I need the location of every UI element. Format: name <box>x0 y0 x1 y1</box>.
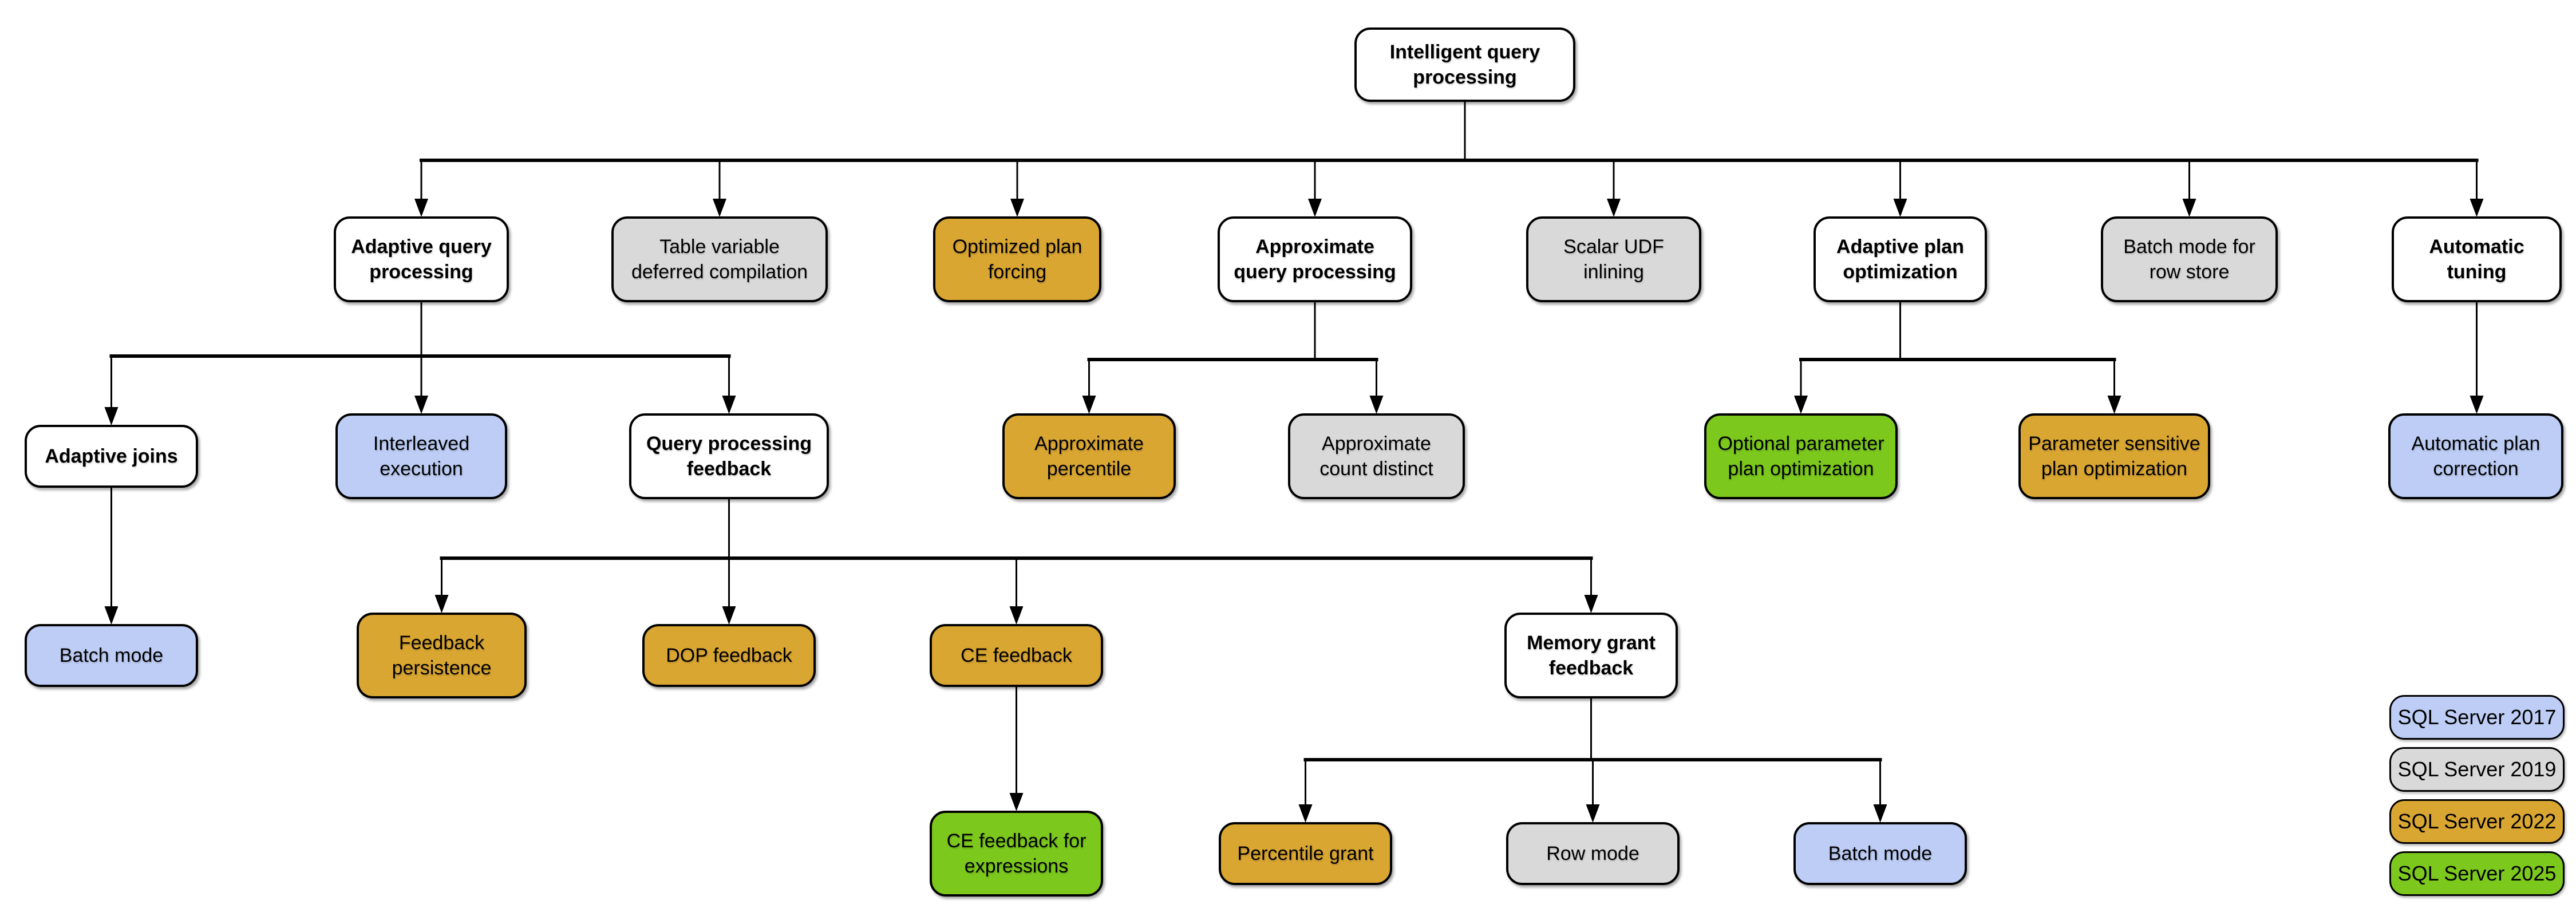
node-table-variable-deferred-compilation: Table variable deferred compilation <box>611 216 828 302</box>
node-query-processing-feedback: Query processing feedback <box>629 413 829 499</box>
node-row-mode: Row mode <box>1506 822 1680 885</box>
arrowhead-icon <box>1010 199 1024 217</box>
node-label: Feedback persistence <box>392 632 492 679</box>
arrowhead-icon <box>2470 396 2484 414</box>
node-memory-grant-feedback: Memory grant feedback <box>1504 613 1678 698</box>
arrowhead-icon <box>1584 595 1598 613</box>
node-label: Optional parameter plan optimization <box>1717 433 1884 480</box>
node-label: Scalar UDF inlining <box>1563 236 1664 283</box>
node-ce-feedback: CE feedback <box>930 624 1103 687</box>
arrowhead-icon <box>1893 199 1907 217</box>
arrowhead-icon <box>1586 804 1600 823</box>
node-dop-feedback: DOP feedback <box>642 624 816 687</box>
node-label: CE feedback for expressions <box>946 830 1086 877</box>
node-batch-mode-for-row-store: Batch mode for row store <box>2101 216 2278 302</box>
node-parameter-sensitive-plan-optimization: Parameter sensitive plan optimization <box>2018 413 2210 499</box>
node-batch-mode-memory-grant: Batch mode <box>1793 822 1967 885</box>
node-label: Batch mode for row store <box>2123 236 2255 283</box>
node-label: Optimized plan forcing <box>952 236 1082 283</box>
arrowhead-icon <box>722 606 736 625</box>
node-ce-feedback-for-expressions: CE feedback for expressions <box>930 811 1103 897</box>
node-label: Interleaved execution <box>373 433 470 480</box>
arrowhead-icon <box>1369 396 1384 414</box>
legend-item-sql-server-2019: SQL Server 2019 <box>2389 747 2565 792</box>
node-optimized-plan-forcing: Optimized plan forcing <box>933 216 1101 302</box>
node-label: Approximate query processing <box>1234 236 1396 283</box>
node-label: Approximate percentile <box>1034 433 1144 480</box>
node-interleaved-execution: Interleaved execution <box>335 413 507 499</box>
legend-item-sql-server-2025: SQL Server 2025 <box>2389 851 2565 896</box>
arrowhead-icon <box>1873 804 1887 823</box>
node-label: CE feedback <box>961 645 1072 666</box>
node-label: Adaptive plan optimization <box>1836 236 1964 283</box>
node-label: Table variable deferred compilation <box>631 236 808 283</box>
arrowhead-icon <box>104 407 118 425</box>
legend-label: SQL Server 2017 <box>2397 705 2557 729</box>
arrowhead-icon <box>1794 396 1808 414</box>
arrowhead-icon <box>2470 199 2484 217</box>
arrowhead-icon <box>414 396 428 414</box>
arrowhead-icon <box>2182 199 2196 217</box>
node-label: Automatic plan correction <box>2411 433 2541 480</box>
legend-label: SQL Server 2025 <box>2397 862 2557 885</box>
node-adaptive-joins: Adaptive joins <box>25 425 198 488</box>
node-label: Row mode <box>1546 843 1639 864</box>
arrowhead-icon <box>722 396 736 414</box>
node-scalar-udf-inlining: Scalar UDF inlining <box>1526 216 1701 302</box>
node-label: Memory grant feedback <box>1527 632 1656 679</box>
node-automatic-plan-correction: Automatic plan correction <box>2388 413 2563 499</box>
arrowhead-icon <box>1082 396 1096 414</box>
node-percentile-grant: Percentile grant <box>1219 822 1392 885</box>
legend-item-sql-server-2022: SQL Server 2022 <box>2389 799 2565 844</box>
node-label: DOP feedback <box>666 645 792 666</box>
arrowhead-icon <box>2107 396 2121 414</box>
arrowhead-icon <box>713 199 726 217</box>
arrowhead-icon <box>414 199 428 217</box>
node-optional-parameter-plan-optimization: Optional parameter plan optimization <box>1704 413 1898 499</box>
node-automatic-tuning: Automatic tuning <box>2392 216 2562 302</box>
legend-label: SQL Server 2022 <box>2397 810 2557 833</box>
arrowhead-icon <box>1009 606 1024 625</box>
node-batch-mode-adaptive-joins: Batch mode <box>25 624 198 687</box>
node-label: Batch mode <box>59 645 164 666</box>
node-label: Adaptive joins <box>45 445 178 467</box>
node-label: Query processing feedback <box>646 433 812 480</box>
node-approximate-percentile: Approximate percentile <box>1002 413 1176 499</box>
node-label: Adaptive query processing <box>351 236 492 283</box>
arrowhead-icon <box>1308 199 1322 217</box>
legend-label: SQL Server 2019 <box>2397 757 2557 781</box>
arrowhead-icon <box>1009 793 1024 811</box>
node-label: Intelligent query processing <box>1389 41 1540 88</box>
arrowhead-icon <box>434 595 449 613</box>
node-label: Percentile grant <box>1237 843 1374 864</box>
legend-item-sql-server-2017: SQL Server 2017 <box>2389 695 2565 740</box>
node-label: Automatic tuning <box>2429 236 2524 283</box>
arrowhead-icon <box>104 606 118 625</box>
arrowhead-icon <box>1298 804 1313 823</box>
node-intelligent-query-processing: Intelligent query processing <box>1354 27 1575 102</box>
node-label: Approximate count distinct <box>1319 433 1433 480</box>
node-label: Batch mode <box>1828 843 1933 864</box>
node-feedback-persistence: Feedback persistence <box>357 613 527 698</box>
node-approximate-count-distinct: Approximate count distinct <box>1288 413 1465 499</box>
arrowhead-icon <box>1607 199 1621 217</box>
node-adaptive-plan-optimization: Adaptive plan optimization <box>1814 216 1987 302</box>
node-approximate-query-processing: Approximate query processing <box>1218 216 1412 302</box>
node-adaptive-query-processing: Adaptive query processing <box>334 216 509 302</box>
node-label: Parameter sensitive plan optimization <box>2028 433 2200 480</box>
